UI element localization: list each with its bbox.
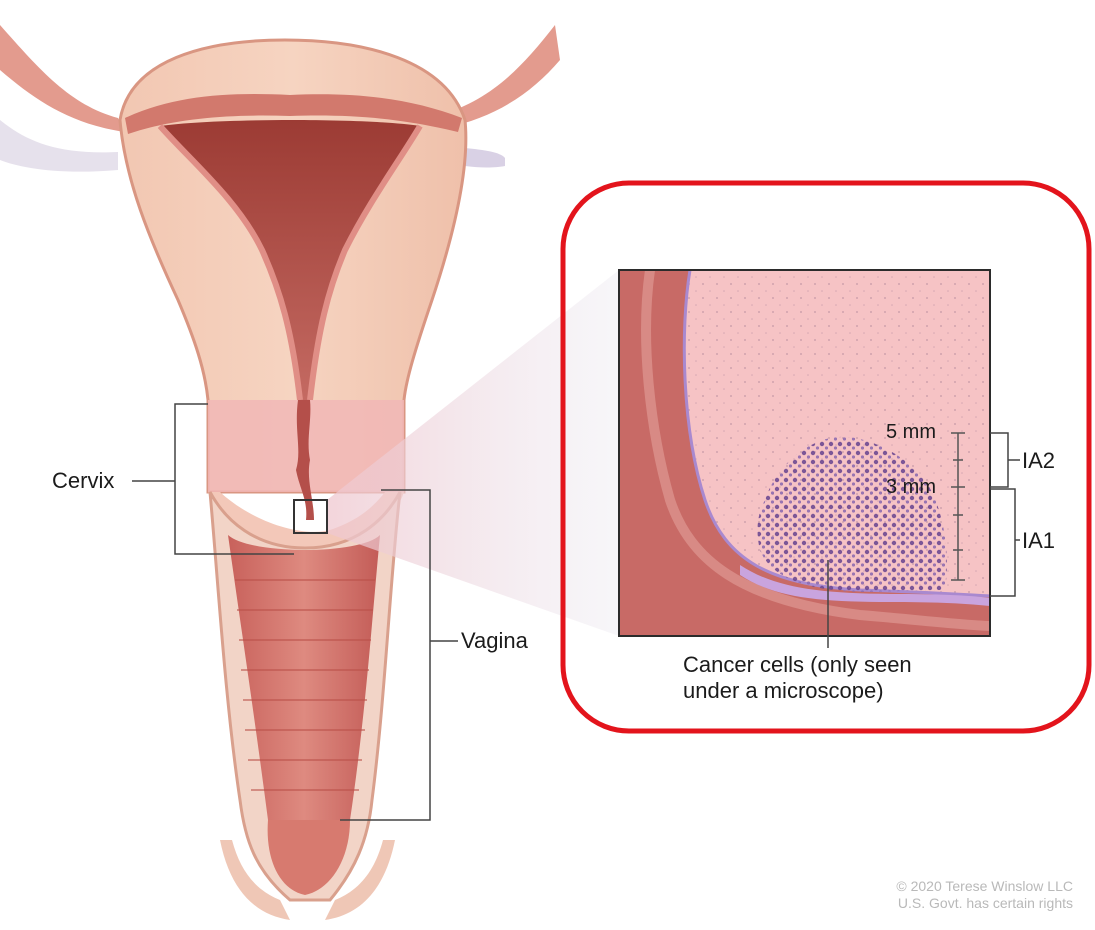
stage-ia1-label: IA1 — [1022, 528, 1056, 553]
magnified-view-border — [618, 269, 991, 637]
cervix-bracket — [174, 403, 294, 555]
uterine-cavity — [160, 120, 420, 400]
cervix-label: Cervix — [52, 468, 115, 493]
epithelium-edge — [682, 270, 990, 598]
vulva-left — [220, 840, 290, 920]
highlight-frame — [560, 180, 1092, 734]
endometrium-edge — [157, 124, 303, 401]
zoom-projection — [327, 270, 619, 636]
vaginal-rugae — [235, 579, 375, 791]
right-ligament — [465, 148, 505, 168]
cancer-cell-cluster — [757, 436, 947, 592]
cervical-canal — [296, 400, 314, 520]
vaginal-opening — [267, 820, 350, 895]
cancer-cells-caption: Cancer cells (only seen under a microsco… — [683, 652, 912, 704]
depth-3mm-label: 3 mm — [886, 476, 936, 498]
left-fallopian-tube — [0, 25, 125, 132]
left-ligament — [0, 120, 118, 172]
stage-ia2-label: IA2 — [1022, 448, 1056, 473]
depth-5mm-label: 5 mm — [886, 421, 936, 443]
endometrium-edge-right — [307, 124, 423, 401]
ia1-bracket — [990, 488, 1020, 597]
caption-line-2: under a microscope) — [683, 678, 884, 703]
stroma-highlight — [641, 270, 990, 631]
magnified-area-box — [293, 499, 328, 534]
depth-scale — [951, 432, 965, 581]
ia2-bracket — [990, 432, 1020, 488]
credit-line-2: U.S. Govt. has certain rights — [897, 895, 1073, 911]
uterus-fundus-band — [125, 94, 462, 134]
caption-line-1: Cancer cells (only seen — [683, 652, 912, 677]
copyright-credit: © 2020 Terese Winslow LLC U.S. Govt. has… — [896, 878, 1073, 912]
vagina-canal — [228, 535, 380, 820]
vulva-right — [325, 840, 395, 920]
vagina-bracket — [340, 489, 431, 821]
vagina-label: Vagina — [461, 628, 528, 653]
magnified-view — [619, 270, 990, 636]
cervical-stroma — [619, 270, 990, 636]
basement-layer — [740, 565, 990, 606]
credit-line-1: © 2020 Terese Winslow LLC — [896, 878, 1073, 894]
